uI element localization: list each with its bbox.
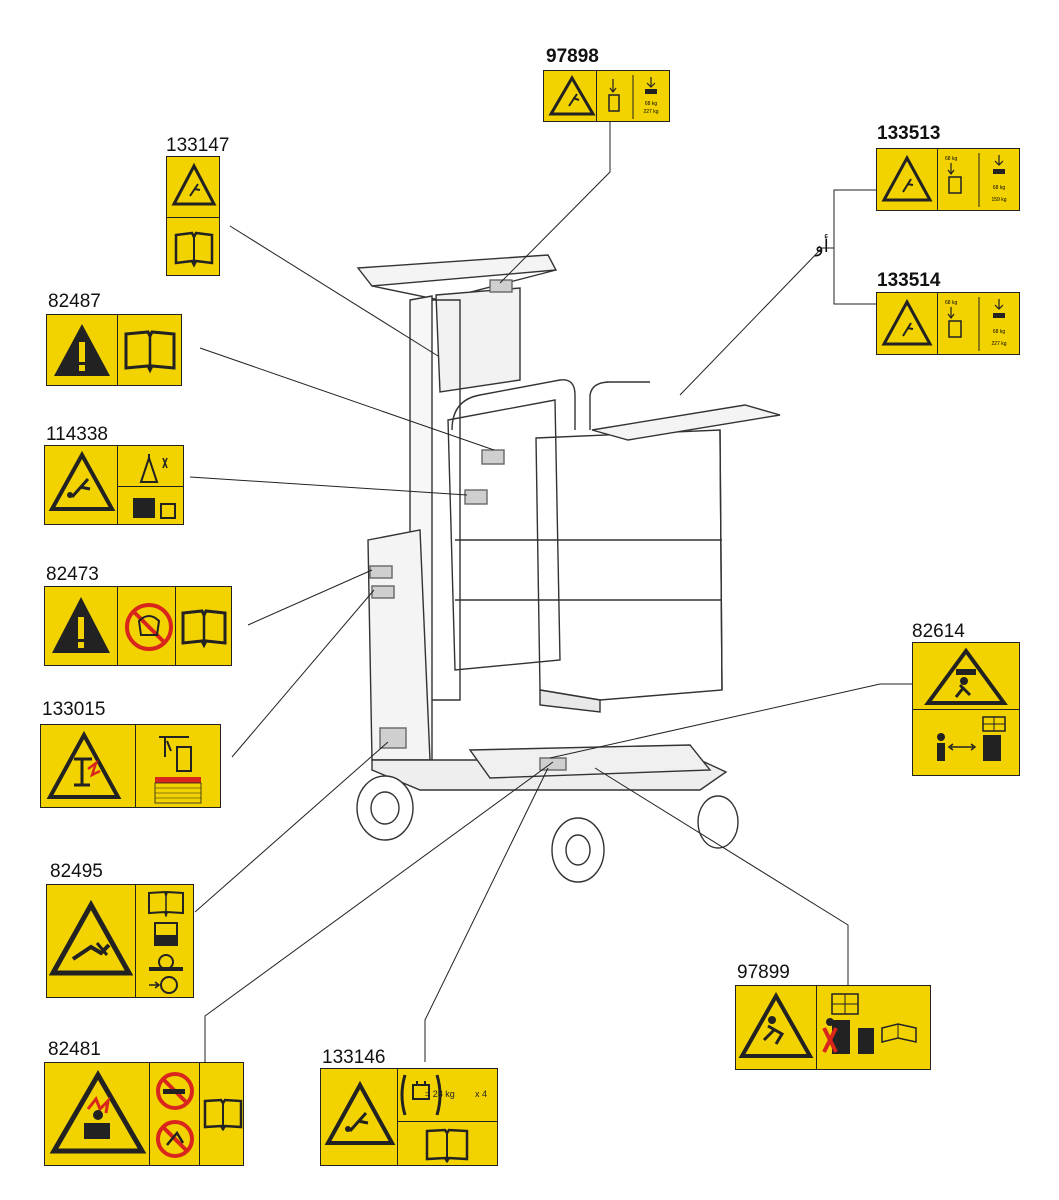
crush-hazard-icon — [924, 647, 1008, 705]
decal-number-82473: 82473 — [46, 564, 99, 585]
tip-over-warning-icon — [48, 450, 116, 511]
svg-text:68 kg: 68 kg — [645, 101, 657, 107]
decal-divider — [397, 1069, 398, 1165]
decal-divider — [937, 293, 938, 354]
manual-book-icon — [148, 890, 184, 917]
decal-number-82495: 82495 — [50, 861, 103, 882]
decal-133015 — [40, 724, 221, 808]
decal-divider — [397, 1121, 497, 1122]
decal-82473 — [44, 586, 232, 666]
no-cell-phone-prohibition-icon — [125, 603, 173, 651]
warning-exclamation-icon — [52, 597, 110, 653]
decal-number-82487: 82487 — [48, 291, 101, 312]
battery-explosion-warning-icon — [49, 1070, 147, 1154]
decal-133147 — [166, 156, 220, 276]
decal-divider — [117, 446, 118, 524]
decal-number-97898: 97898 — [546, 46, 599, 67]
manual-book-icon — [425, 1128, 469, 1164]
decal-97898: 68 kg 227 kg — [543, 70, 670, 122]
load-capacity-icon: 68 kg 68 kg 159 kg — [945, 153, 1007, 207]
tip-over-warning-icon — [548, 75, 596, 116]
decal-divider — [167, 217, 219, 218]
no-sparks-prohibition-icon — [156, 1120, 194, 1158]
manual-book-icon — [124, 330, 176, 374]
decal-number-82481: 82481 — [48, 1039, 101, 1060]
svg-text:159 kg: 159 kg — [991, 197, 1006, 203]
decal-number-133146: 133146 — [322, 1047, 386, 1068]
manual-book-icon — [181, 609, 227, 649]
decal-97899 — [735, 985, 931, 1070]
decal-divider — [117, 486, 183, 487]
tip-over-warning-icon — [324, 1080, 396, 1145]
decal-divider — [913, 709, 1019, 710]
battery-weight-icon — [400, 1074, 442, 1116]
svg-text:68 kg: 68 kg — [993, 185, 1005, 191]
no-smoking-prohibition-icon — [156, 1072, 194, 1110]
outrigger-instruction-icon — [133, 454, 176, 519]
pinch-hazard-warning-icon — [49, 899, 133, 976]
decal-82614 — [912, 642, 1020, 776]
decal-number-97899: 97899 — [737, 962, 790, 983]
battery-weight-label: = 28 kg — [425, 1089, 455, 1099]
decal-number-114338: 114338 — [46, 424, 108, 445]
load-capacity-icon: 68 kg 68 kg 227 kg — [945, 297, 1007, 351]
decal-divider — [596, 71, 597, 121]
svg-text:227 kg: 227 kg — [643, 109, 658, 115]
load-capacity-icon: 68 kg 227 kg — [608, 75, 659, 119]
manual-book-icon — [203, 1098, 243, 1132]
decal-divider — [135, 885, 136, 997]
decal-divider — [135, 725, 136, 807]
electrocution-hazard-icon — [46, 730, 122, 799]
decal-133146: = 28 kg x 4 — [320, 1068, 498, 1166]
decal-divider — [117, 315, 118, 385]
decal-divider — [117, 587, 118, 665]
tip-over-warning-icon — [881, 154, 933, 202]
svg-text:68 kg: 68 kg — [945, 156, 957, 162]
decal-133513: 68 kg 68 kg 159 kg — [876, 148, 1020, 211]
decal-82487 — [46, 314, 182, 386]
decal-number-133513: 133513 — [877, 123, 941, 144]
decal-114338 — [44, 445, 184, 525]
svg-text:68 kg: 68 kg — [993, 329, 1005, 335]
fall-hazard-warning-icon — [738, 991, 814, 1058]
decal-82481 — [44, 1062, 244, 1166]
decal-82495 — [46, 884, 194, 998]
safe-distance-icon — [937, 716, 1006, 761]
svg-text:68 kg: 68 kg — [945, 300, 957, 306]
battery-compartment-icon — [154, 922, 178, 946]
decal-number-133514: 133514 — [877, 270, 941, 291]
decal-number-133015: 133015 — [42, 699, 106, 720]
decal-divider — [175, 587, 176, 665]
decal-number-133147: 133147 — [166, 135, 230, 156]
warning-exclamation-icon — [54, 324, 110, 376]
decal-number-82614: 82614 — [912, 621, 965, 642]
battery-count-label: x 4 — [475, 1089, 488, 1099]
svg-text:227 kg: 227 kg — [991, 341, 1006, 347]
or-label: أو — [815, 236, 829, 257]
manual-book-icon — [174, 231, 214, 268]
decal-divider — [937, 149, 938, 210]
tip-over-warning-icon — [171, 162, 217, 206]
decal-divider — [199, 1063, 200, 1165]
decal-133514: 68 kg 68 kg 227 kg — [876, 292, 1020, 355]
no-ride-on-load-icon — [822, 993, 917, 1054]
decal-divider — [149, 1063, 150, 1165]
decal-divider — [816, 986, 817, 1069]
clearance-table-icon — [154, 736, 202, 804]
tip-over-warning-icon — [881, 298, 933, 346]
wheel-pinch-icon — [149, 954, 183, 994]
